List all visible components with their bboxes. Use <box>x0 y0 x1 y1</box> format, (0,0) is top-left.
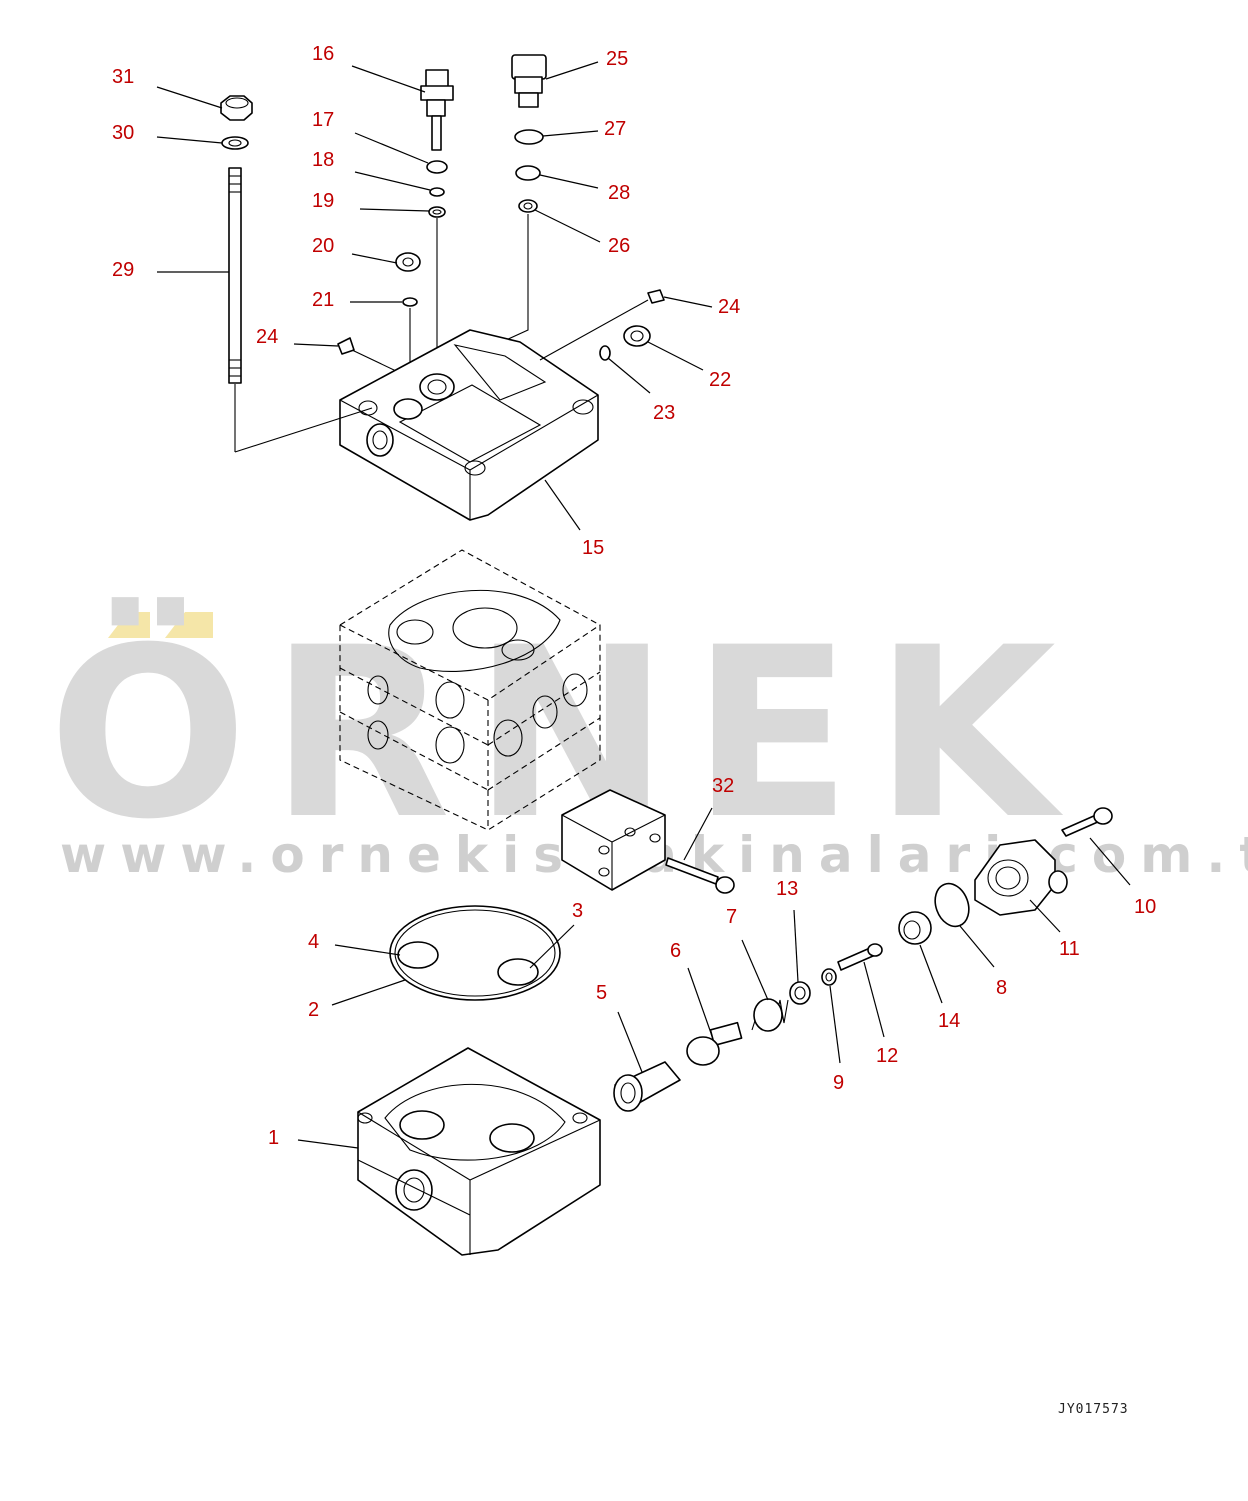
watermark-letters: ÖRNEK <box>48 596 1078 871</box>
callout-17: 17 <box>312 109 334 131</box>
part-spool-assembly <box>613 998 789 1112</box>
callout-12: 12 <box>876 1045 898 1067</box>
part-upper-valve-parts <box>337 54 665 400</box>
drawing-code: JY017573 <box>1058 1402 1129 1417</box>
part-right-assembly <box>789 807 1113 1005</box>
callout-30: 30 <box>112 122 134 144</box>
callout-6: 6 <box>670 940 681 962</box>
part-valve-stack <box>339 549 601 831</box>
callout-9: 9 <box>833 1072 844 1094</box>
watermark-umlaut-right <box>165 612 213 638</box>
part-gasket <box>389 905 561 1001</box>
callout-24-left: 24 <box>256 326 278 348</box>
callout-1: 1 <box>268 1127 279 1149</box>
callout-24-right: 24 <box>718 296 740 318</box>
part-stud-assembly <box>220 95 253 384</box>
callout-19: 19 <box>312 190 334 212</box>
callout-10: 10 <box>1134 896 1156 918</box>
callout-3: 3 <box>572 900 583 922</box>
part-15-cover <box>234 299 649 521</box>
callout-14: 14 <box>938 1010 960 1032</box>
callout-26: 26 <box>608 235 630 257</box>
callout-25: 25 <box>606 48 628 70</box>
callout-21: 21 <box>312 289 334 311</box>
part-1-housing <box>357 1047 601 1256</box>
callout-29: 29 <box>112 259 134 281</box>
callout-22: 22 <box>709 369 731 391</box>
watermark-umlaut-left <box>108 612 150 638</box>
callout-8: 8 <box>996 977 1007 999</box>
callout-28: 28 <box>608 182 630 204</box>
callout-2: 2 <box>308 999 319 1021</box>
callout-18: 18 <box>312 149 334 171</box>
callout-13: 13 <box>776 878 798 900</box>
callout-31: 31 <box>112 66 134 88</box>
callout-32: 32 <box>712 775 734 797</box>
callout-15: 15 <box>582 537 604 559</box>
callout-4: 4 <box>308 931 319 953</box>
callout-labels: 31 30 29 16 17 18 19 20 21 24 25 27 28 2… <box>112 43 1156 1149</box>
callout-7: 7 <box>726 906 737 928</box>
part-32-block <box>561 789 735 894</box>
callout-5: 5 <box>596 982 607 1004</box>
callout-11: 11 <box>1059 938 1080 960</box>
callout-16: 16 <box>312 43 334 65</box>
leader-lines <box>156 61 1131 1149</box>
callout-23: 23 <box>653 402 675 424</box>
callout-27: 27 <box>604 118 626 140</box>
callout-20: 20 <box>312 235 334 257</box>
